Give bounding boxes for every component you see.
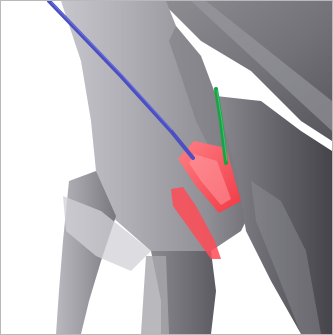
center-leg-light xyxy=(141,256,169,334)
